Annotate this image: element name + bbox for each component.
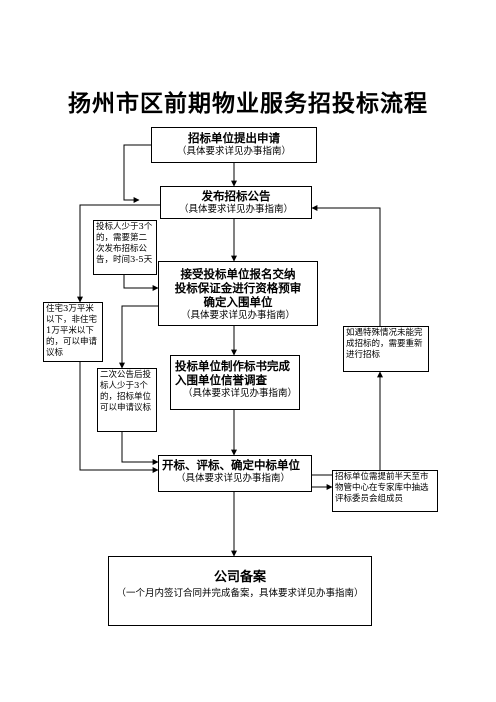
step-apply-box: 招标单位提出申请 （具体要求详见办事指南） [151, 127, 317, 163]
note-reissue-text: 投标人少于3个的，需要第二次发布招标公告，时间3-5天 [96, 222, 153, 265]
step-record-sub: （一个月内签订合同并完成备案，具体要求详见办事指南） [116, 588, 364, 599]
step-bid-line1: 投标单位制作标书完成 [175, 359, 290, 373]
arrow-s2-to-note2 [77, 204, 160, 303]
step-bid-sub: （具体要求详见办事指南） [183, 388, 298, 399]
step-register-box: 接受投标单位报名交纳 投标保证金进行资格预审 确定入围单位 （具体要求详见办事指… [158, 261, 318, 326]
step-publish-sub: （具体要求详见办事指南） [178, 204, 293, 215]
step-register-line1: 接受投标单位报名交纳 [180, 267, 296, 281]
step-bid-line2: 入围单位信誉调查 [175, 373, 267, 387]
arrow-note3-to-s5 [121, 432, 159, 465]
note-rebid-text: 如遇特殊情况未能完成招标的，需要重新进行招标 [346, 328, 423, 360]
step-publish-title: 发布招标公告 [201, 189, 271, 203]
step-award-title: 开标、评标、确定中标单位 [162, 458, 300, 472]
step-register-sub: （具体要求详见办事指南） [180, 310, 295, 321]
arrow-note1-to-s3 [123, 270, 159, 291]
step-register-line2: 投标保证金进行资格预审 [174, 281, 302, 295]
step-apply-sub: （具体要求详见办事指南） [176, 146, 291, 157]
page-title: 扬州市区前期物业服务招投标流程 [68, 91, 428, 117]
note-expert-box: 招标单位需提前半天至市物管中心在专家库中抽选评标委员会组成员 [332, 470, 438, 512]
note-expert-text: 招标单位需提前半天至市物管中心在专家库中抽选评标委员会组成员 [335, 472, 429, 504]
note-second-notice-box: 二次公告后投标人少于3个的，招标单位可以申请议标 [97, 368, 157, 432]
arrow-s1-to-note1 [123, 144, 151, 203]
step-award-sub: （具体要求详见办事指南） [176, 473, 291, 484]
note-negotiate-small-box: 住宅3万平米以下，非住宅1万平米以下的，可以申请议标 [43, 302, 103, 362]
step-apply-title: 招标单位提出申请 [188, 131, 280, 145]
note-rebid-box: 如遇特殊情况未能完成招标的，需要重新进行招标 [343, 326, 429, 372]
arrow-note2-to-s5 [79, 362, 159, 473]
arrow-s3-to-note3 [119, 305, 158, 369]
arrow-s5-to-note4 [312, 371, 383, 476]
note-reissue-box: 投标人少于3个的，需要第二次发布招标公告，时间3-5天 [93, 220, 157, 275]
step-register-line3: 确定入围单位 [203, 295, 273, 309]
note-second-notice-text: 二次公告后投标人少于3个的，招标单位可以申请议标 [100, 370, 152, 413]
step-award-box: 开标、评标、确定中标单位 （具体要求详见办事指南） [158, 455, 312, 492]
step-record-title: 公司备案 [213, 570, 266, 585]
note-negotiate-small-text: 住宅3万平米以下，非住宅1万平米以下的，可以申请议标 [46, 304, 98, 358]
arrow-note4-to-s2 [311, 205, 381, 326]
step-bid-box: 投标单位制作标书完成 入围单位信誉调查 （具体要求详见办事指南） [170, 355, 300, 410]
step-publish-box: 发布招标公告 （具体要求详见办事指南） [160, 186, 312, 219]
step-record-box: 公司备案 （一个月内签订合同并完成备案，具体要求详见办事指南） [108, 556, 372, 626]
